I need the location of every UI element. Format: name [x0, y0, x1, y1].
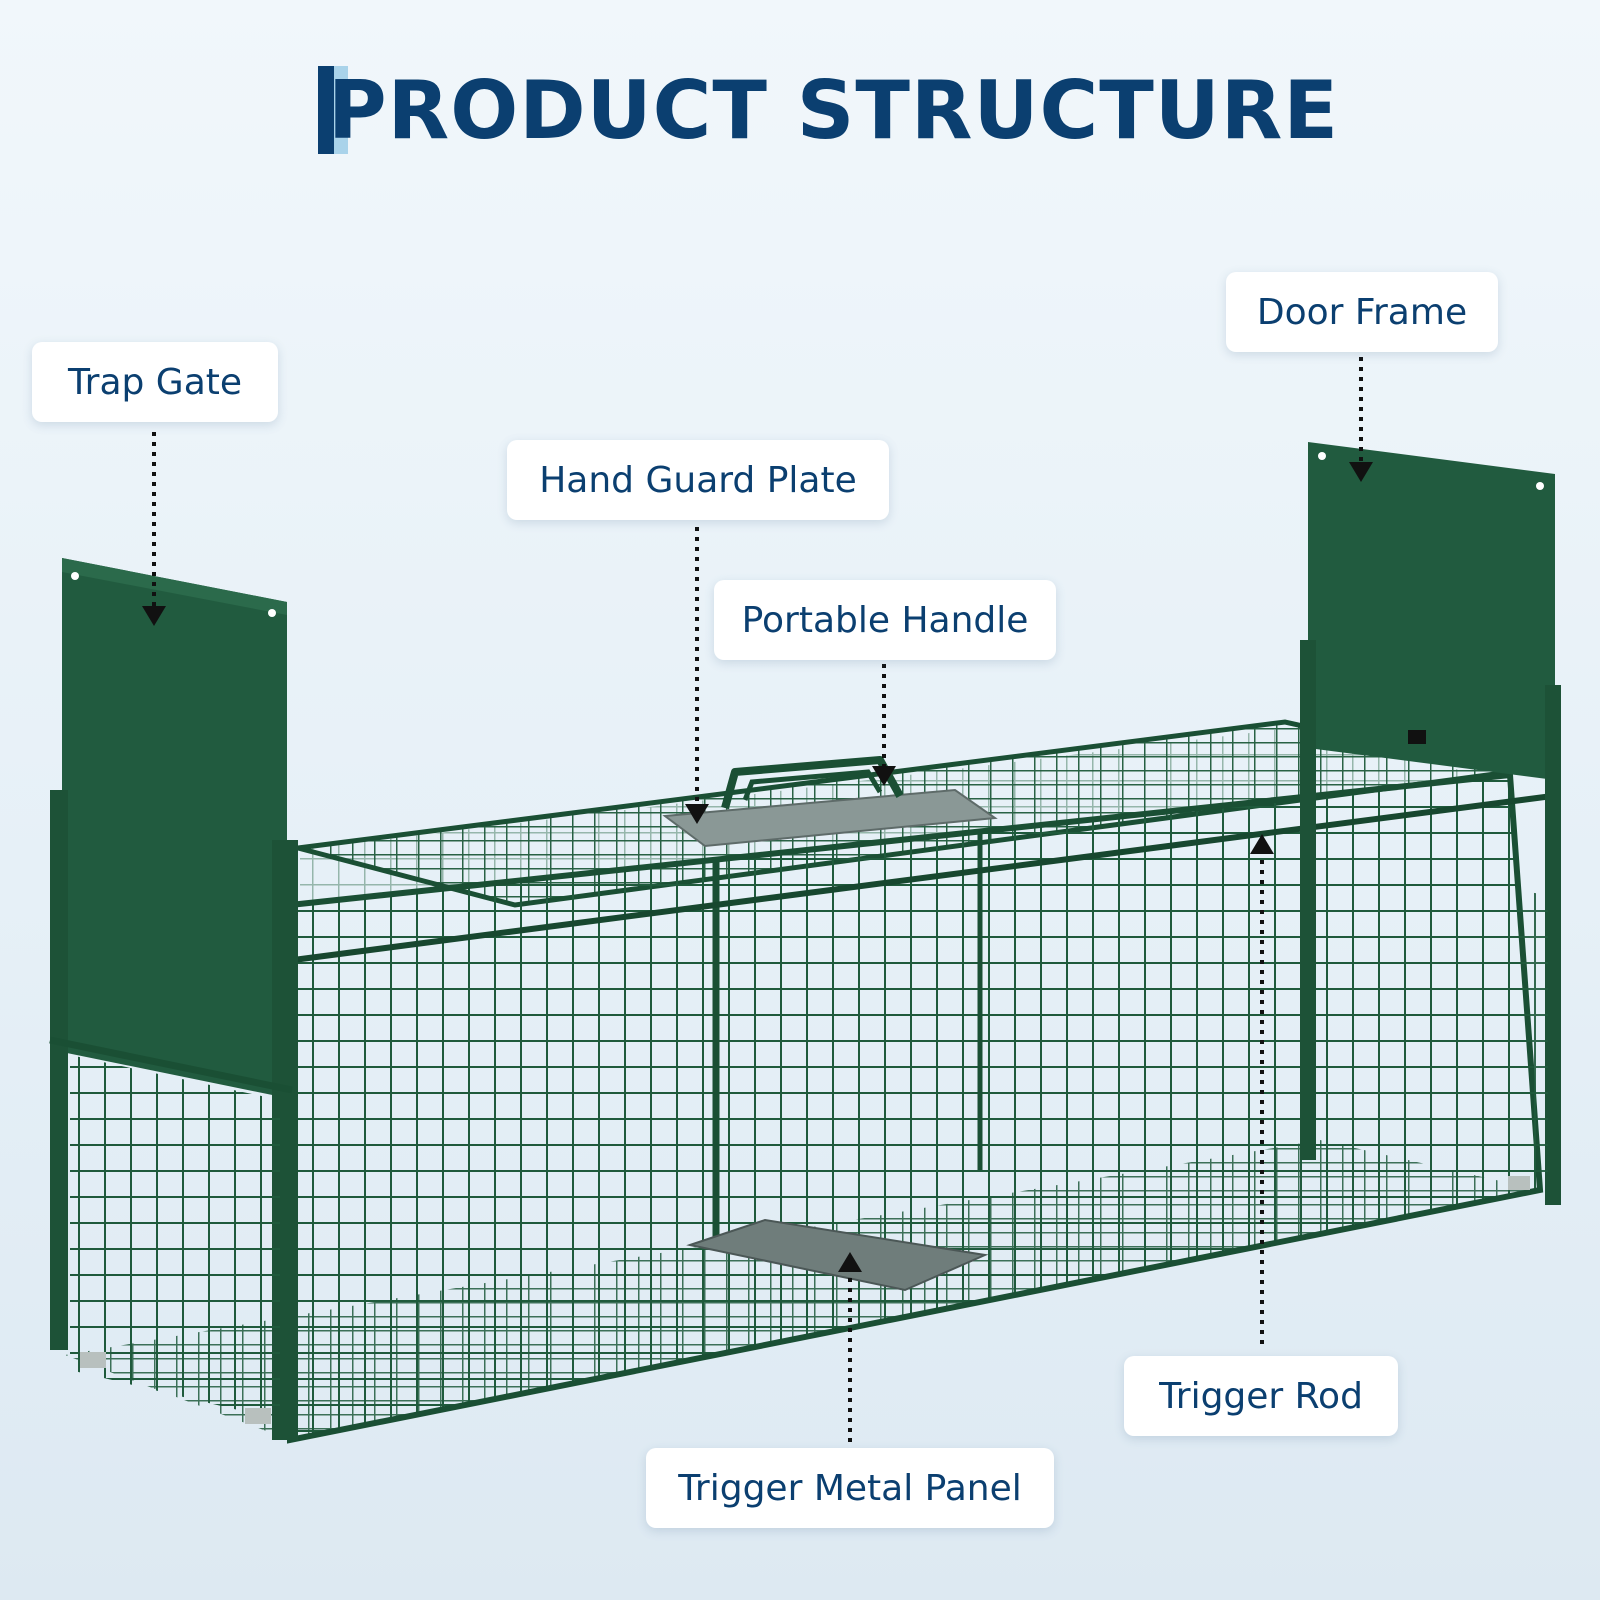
door-frame-panel	[1308, 442, 1555, 780]
label-portable-handle: Portable Handle	[714, 580, 1056, 660]
label-trap-gate: Trap Gate	[32, 342, 278, 422]
trigger-metal-panel-shape	[686, 1218, 989, 1292]
trap-gate-lower-mesh	[70, 1055, 280, 1420]
page-title: PRODUCT STRUCTURE	[318, 62, 1351, 158]
label-trigger-metal-panel: Trigger Metal Panel	[646, 1448, 1054, 1528]
cage-front-mesh	[290, 775, 1540, 1440]
trigger-rod-shape	[254, 792, 1561, 968]
portable-handle-shape	[721, 756, 904, 810]
hand-guard-plate-shape	[662, 788, 998, 848]
label-door-frame: Door Frame	[1226, 272, 1498, 352]
title-accent-bar	[318, 66, 348, 154]
label-hand-guard-plate: Hand Guard Plate	[507, 440, 889, 520]
trap-gate-panel	[62, 558, 287, 1098]
label-trigger-rod: Trigger Rod	[1124, 1356, 1398, 1436]
page-title-text: PRODUCT STRUCTURE	[328, 63, 1339, 157]
